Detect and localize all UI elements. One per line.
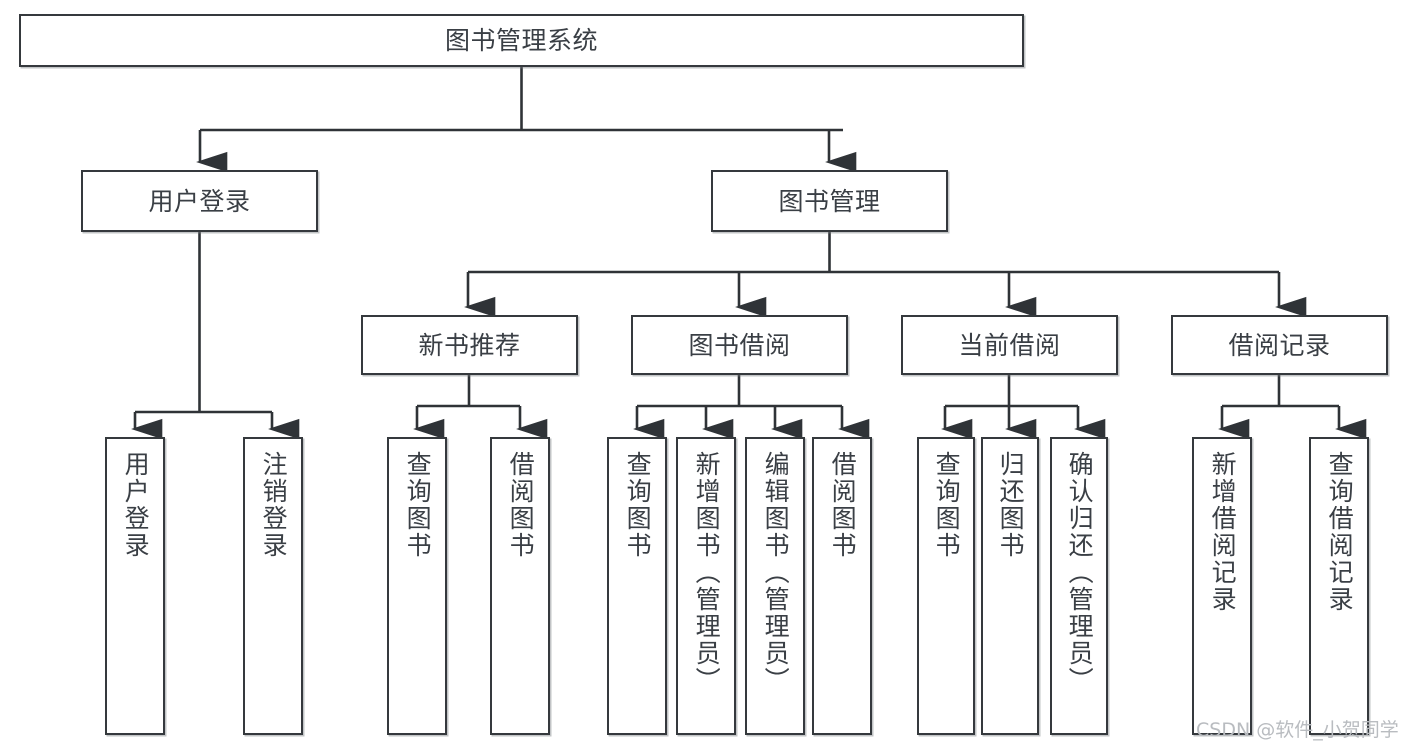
node-label: 确认归还（管理员） [1065,451,1095,694]
node-label: 借阅记录 [1228,330,1331,360]
node-label: 新书推荐 [418,330,521,360]
node-borrow-record[interactable]: 借阅记录 [1171,315,1388,375]
leaf-add-book-admin[interactable]: 新增图书（管理员） [676,437,736,735]
node-label: 当前借阅 [958,330,1061,360]
node-book-management[interactable]: 图书管理 [711,170,948,232]
leaf-return-book[interactable]: 归还图书 [981,437,1039,735]
leaf-borrow-book-newbook[interactable]: 借阅图书 [490,437,550,735]
node-label: 归还图书 [996,451,1026,559]
leaf-logout-login[interactable]: 注销登录 [243,437,303,735]
node-label: 用户登录 [121,451,151,559]
node-label: 注销登录 [259,451,289,559]
node-label: 编辑图书（管理员） [761,451,791,694]
node-label: 查询图书 [623,451,653,559]
node-label: 借阅图书 [506,451,536,559]
watermark-text: CSDN @软件_小贺同学 [1196,719,1399,741]
leaf-query-book-newbook[interactable]: 查询图书 [387,437,447,735]
node-label: 查询借阅记录 [1325,451,1355,613]
leaf-borrow-book[interactable]: 借阅图书 [812,437,872,735]
node-label: 借阅图书 [828,451,858,559]
leaf-edit-book-admin[interactable]: 编辑图书（管理员） [745,437,805,735]
node-label: 查询图书 [932,451,962,559]
node-label: 图书管理 [778,186,881,216]
node-label: 用户登录 [148,186,251,216]
leaf-confirm-return-admin[interactable]: 确认归还（管理员） [1050,437,1108,735]
leaf-query-book-borrow[interactable]: 查询图书 [607,437,667,735]
node-label: 查询图书 [403,451,433,559]
node-root-book-management-system[interactable]: 图书管理系统 [19,14,1024,67]
node-new-book-recommend[interactable]: 新书推荐 [361,315,578,375]
node-label: 新增图书（管理员） [692,451,722,694]
node-book-borrow[interactable]: 图书借阅 [631,315,848,375]
leaf-add-borrow-record[interactable]: 新增借阅记录 [1192,437,1252,735]
leaf-query-borrow-record[interactable]: 查询借阅记录 [1309,437,1369,735]
node-label: 图书管理系统 [444,26,598,55]
node-label: 图书借阅 [688,330,791,360]
leaf-query-book-current[interactable]: 查询图书 [917,437,975,735]
node-current-borrow[interactable]: 当前借阅 [901,315,1118,375]
node-label: 新增借阅记录 [1208,451,1238,613]
leaf-user-login[interactable]: 用户登录 [105,437,165,735]
node-user-login[interactable]: 用户登录 [81,170,318,232]
